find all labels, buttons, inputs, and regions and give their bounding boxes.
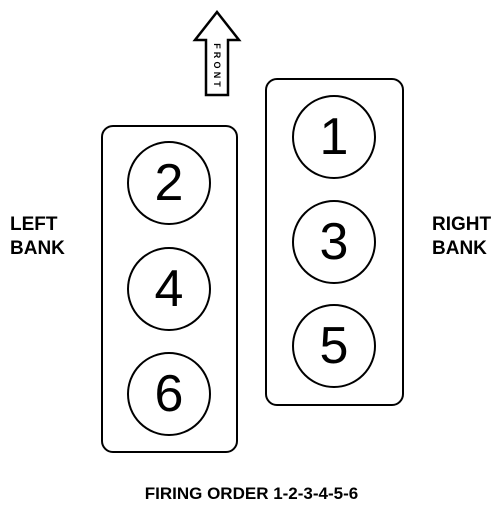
left-bank-box bbox=[101, 125, 238, 453]
front-letter-r: R bbox=[212, 52, 222, 59]
front-letter-t: T bbox=[212, 81, 222, 87]
front-letter-o: O bbox=[212, 61, 222, 68]
cylinder-6: 6 bbox=[127, 352, 211, 436]
right-bank-box bbox=[265, 78, 404, 406]
right-bank-label-line2: BANK bbox=[432, 238, 487, 259]
cylinder-2: 2 bbox=[127, 141, 211, 225]
cylinder-1: 1 bbox=[292, 95, 376, 179]
right-bank-label: RIGHT BANK bbox=[432, 213, 491, 261]
left-bank-label-line1: LEFT bbox=[10, 214, 58, 235]
front-arrow: F R O N T bbox=[192, 10, 242, 97]
cylinder-3: 3 bbox=[292, 200, 376, 284]
left-bank-label: LEFT BANK bbox=[10, 213, 65, 261]
cylinder-4: 4 bbox=[127, 247, 211, 331]
front-letter-f: F bbox=[212, 43, 222, 49]
firing-order-caption: FIRING ORDER 1-2-3-4-5-6 bbox=[144, 484, 359, 503]
front-letter-n: N bbox=[212, 72, 222, 79]
left-bank-label-line2: BANK bbox=[10, 238, 65, 259]
right-bank-label-line1: RIGHT bbox=[432, 214, 492, 235]
cylinder-5: 5 bbox=[292, 304, 376, 388]
